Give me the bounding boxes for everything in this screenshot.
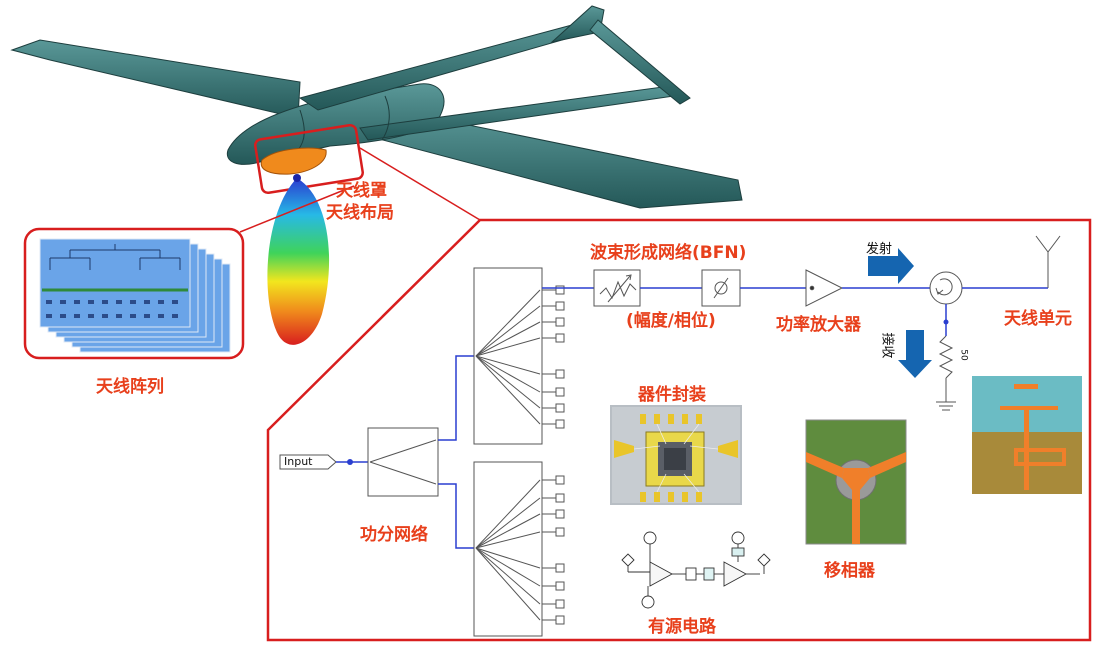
uav-model — [10, 5, 743, 209]
power-divider-label: 功分网络 — [360, 525, 428, 545]
transmit-label: 发射 — [866, 242, 893, 257]
power-divider-network — [279, 267, 565, 637]
amplitude-phase-label: (幅度/相位) — [626, 311, 716, 331]
phase-shifter-image — [805, 419, 907, 545]
active-circuit-image — [621, 531, 771, 609]
device-package-label: 器件封装 — [638, 385, 706, 405]
active-circuit-label: 有源电路 — [648, 617, 716, 637]
power-amplifier-label: 功率放大器 — [776, 315, 861, 335]
antenna-element-label: 天线单元 — [1004, 309, 1072, 329]
antenna-array-inset — [23, 147, 481, 360]
antenna-element-image — [972, 376, 1082, 494]
receive-arrow — [898, 330, 932, 378]
input-port-label: Input — [284, 455, 313, 468]
radome-label: 天线罩 — [336, 181, 387, 201]
receive-label: 接收 — [879, 332, 895, 359]
radome — [254, 123, 364, 195]
device-package-image — [610, 405, 742, 505]
phase-shifter-label: 移相器 — [824, 561, 875, 581]
transmit-arrow — [868, 248, 914, 284]
radiation-pattern — [267, 174, 330, 345]
antenna-array-label: 天线阵列 — [96, 377, 164, 397]
resistor-value-label: 50 — [958, 349, 969, 361]
antenna-layout-label: 天线布局 — [326, 203, 394, 223]
signal-chain — [542, 235, 1061, 411]
bfn-label: 波束形成网络(BFN) — [590, 243, 747, 263]
array-stack — [39, 238, 231, 353]
system-frame — [266, 218, 1092, 642]
